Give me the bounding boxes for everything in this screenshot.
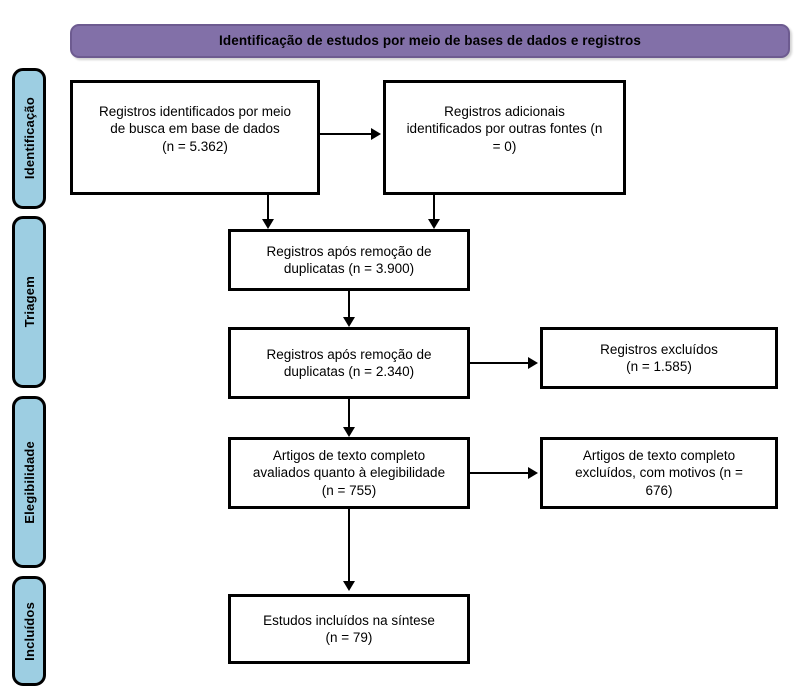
box-studies-included-text: Estudos incluídos na síntese (n = 79) — [263, 612, 435, 647]
records-identified-line3: (n = 5.362) — [162, 138, 228, 154]
after-duplicates-first-line1: Registros após remoção de — [266, 243, 432, 259]
box-studies-included: Estudos incluídos na síntese (n = 79) — [228, 594, 470, 664]
stage-label-identificacao: Identificação — [21, 97, 37, 180]
additional-records-line1: Registros adicionais — [444, 104, 565, 119]
arrow-fulltext-to-included — [343, 581, 355, 591]
arrow-dedup2-to-fulltext — [343, 427, 355, 437]
connector-line-additional-to-dedup1 — [433, 195, 435, 223]
studies-included-line2: (n = 79) — [325, 630, 373, 645]
additional-records-line3: = 0) — [492, 138, 517, 154]
stage-tab-elegibilidade: Elegibilidade — [12, 396, 46, 568]
records-identified-line1: Registros identificados por meio — [98, 104, 292, 119]
box-records-excluded: Registros excluídos (n = 1.585) — [540, 327, 778, 389]
after-duplicates-second-line2: duplicatas (n = 2.340) — [283, 364, 415, 379]
box-additional-records: Registros adicionais identificados por o… — [383, 80, 626, 195]
arrow-dedup2-to-excluded — [528, 357, 538, 369]
arrow-dedup1-to-dedup2 — [343, 317, 355, 327]
box-after-duplicates-second-text: Registros após remoção de duplicatas (n … — [266, 346, 431, 381]
fulltext-excluded-line2: excluídos, com motivos (n = — [575, 465, 743, 481]
diagram-title: Identificação de estudos por meio de bas… — [219, 32, 641, 48]
diagram-header-banner: Identificação de estudos por meio de bas… — [70, 24, 790, 58]
box-after-duplicates-first: Registros após remoção de duplicatas (n … — [228, 229, 470, 291]
box-fulltext-assessed-text: Artigos de texto completo avaliados quan… — [253, 447, 445, 499]
connector-line-identified-to-additional — [320, 133, 373, 135]
connector-line-identified-to-dedup1 — [267, 195, 269, 223]
after-duplicates-first-line2: duplicatas (n = 3.900) — [283, 261, 415, 276]
fulltext-assessed-line1: Artigos de texto completo — [272, 448, 426, 464]
records-excluded-line1: Registros excluídos — [600, 341, 718, 357]
stage-label-elegibilidade: Elegibilidade — [21, 440, 37, 524]
connector-line-fulltext-to-included — [348, 509, 350, 585]
connector-line-dedup2-to-excluded — [470, 362, 530, 364]
box-fulltext-excluded-text: Artigos de texto completo excluídos, com… — [575, 447, 743, 499]
fulltext-assessed-line3: (n = 755) — [321, 482, 377, 498]
arrow-additional-to-dedup1 — [428, 219, 440, 229]
stage-label-triagem: Triagem — [21, 276, 37, 328]
arrow-fulltext-to-excluded — [528, 467, 538, 479]
stage-label-incluidos: Incluídos — [21, 601, 37, 661]
stage-tab-incluidos: Incluídos — [12, 576, 46, 686]
arrow-identified-to-additional — [371, 128, 381, 140]
connector-line-dedup2-to-fulltext — [348, 399, 350, 431]
additional-records-line2: identificados por outras fontes (n — [406, 121, 603, 137]
box-additional-records-text: Registros adicionais identificados por o… — [407, 103, 603, 155]
box-after-duplicates-first-text: Registros após remoção de duplicatas (n … — [266, 243, 431, 278]
fulltext-excluded-line1: Artigos de texto completo — [582, 448, 736, 464]
fulltext-excluded-line3: 676) — [645, 482, 673, 498]
after-duplicates-second-line1: Registros após remoção de — [266, 346, 432, 362]
arrow-identified-to-dedup1 — [262, 219, 274, 229]
box-fulltext-assessed: Artigos de texto completo avaliados quan… — [228, 437, 470, 509]
studies-included-line1: Estudos incluídos na síntese — [263, 612, 435, 628]
box-fulltext-excluded: Artigos de texto completo excluídos, com… — [540, 437, 778, 509]
box-records-excluded-text: Registros excluídos (n = 1.585) — [600, 341, 718, 376]
box-after-duplicates-second: Registros após remoção de duplicatas (n … — [228, 327, 470, 399]
stage-tab-triagem: Triagem — [12, 216, 46, 388]
records-excluded-line2: (n = 1.585) — [626, 359, 692, 374]
fulltext-assessed-line2: avaliados quanto à elegibilidade — [252, 465, 446, 481]
connector-line-dedup1-to-dedup2 — [348, 291, 350, 321]
records-identified-line2: de busca em base de dados — [110, 121, 280, 137]
box-records-identified: Registros identificados por meio de busc… — [70, 80, 320, 195]
stage-tab-identificacao: Identificação — [12, 68, 46, 209]
box-records-identified-text: Registros identificados por meio de busc… — [99, 103, 291, 155]
connector-line-fulltext-to-excluded — [470, 472, 530, 474]
